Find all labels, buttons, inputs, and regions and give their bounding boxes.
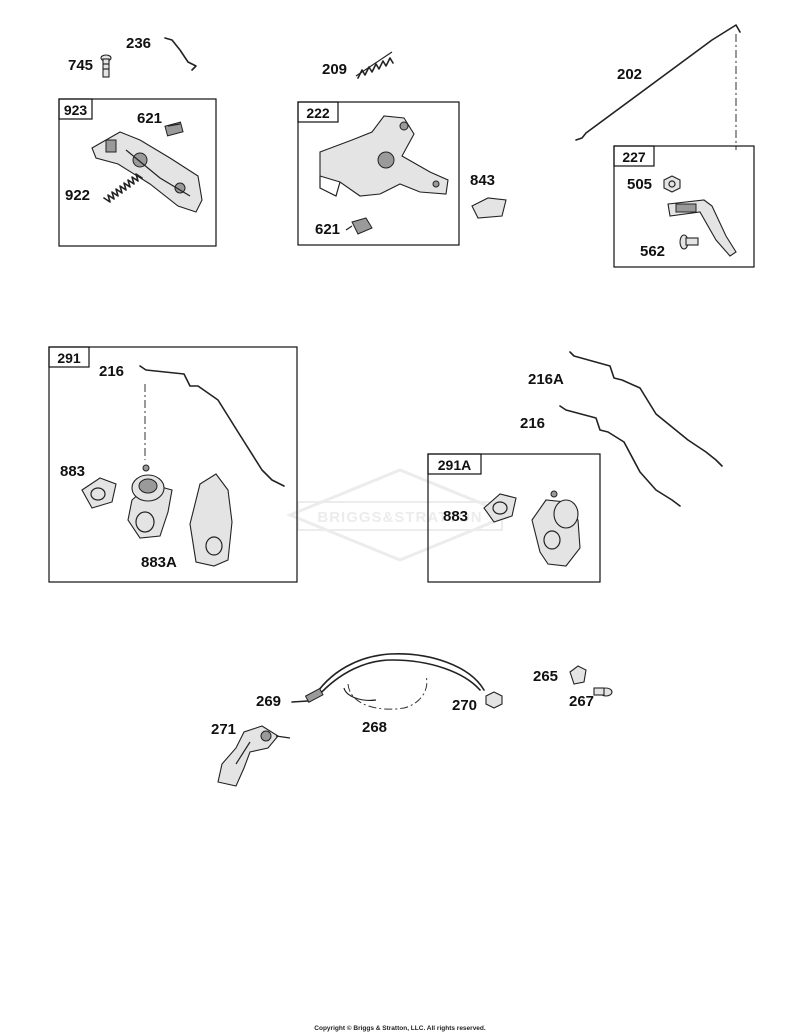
box-923: 923 [58,98,217,247]
watermark-text: BRIGGS&STRATTON [317,509,482,526]
box-227: 227 [613,145,755,268]
part-291-governor-housing [127,464,173,539]
part-227-lever [667,199,737,257]
callout-216-b: 216 [520,415,545,432]
callout-267: 267 [569,693,594,710]
part-923-control-bracket [91,131,203,213]
part-269-cable-end [291,687,324,703]
box-291: 291 [48,346,298,583]
callout-268: 268 [362,719,387,736]
callout-216A: 216A [528,371,564,388]
part-216A-rod [569,351,723,467]
part-216-rod-a [139,365,285,487]
callout-562: 562 [640,243,665,260]
part-268-cable [311,653,485,710]
callout-265: 265 [533,668,558,685]
callouts: 745 236 621 922 209 621 843 202 505 562 … [60,35,665,738]
part-216-rod-b [559,405,681,507]
box-222-label: 222 [306,105,330,121]
callout-621-b: 621 [315,221,340,238]
part-271-bracket [217,725,291,787]
part-270-nut [485,691,503,709]
callout-202: 202 [617,66,642,83]
part-267-screw [593,687,613,697]
callout-922: 922 [65,187,90,204]
part-621-clip-a [164,121,184,137]
box-291-label: 291 [57,350,81,366]
part-621-clip-b [345,217,373,235]
part-883-gasket-a [81,477,117,509]
callout-745: 745 [68,57,93,74]
box-227-label: 227 [622,149,646,165]
callout-621-a: 621 [137,110,162,127]
box-923-label: 923 [64,102,88,118]
callout-883-b: 883 [443,508,468,525]
part-883A-plate [189,473,233,567]
box-291A: 291A [427,453,601,583]
callout-270: 270 [452,697,477,714]
part-265-clip [569,665,587,685]
part-209-spring [355,51,394,79]
callout-883-a: 883 [60,463,85,480]
part-202-governor-rod [575,24,741,150]
box-291A-label: 291A [438,457,471,473]
copyright-text: Copyright © Briggs & Stratton, LLC. All … [314,1024,486,1032]
part-291A-governor-housing [531,490,581,567]
part-922-spring [103,173,143,203]
callout-505: 505 [627,176,652,193]
part-562-screw [679,234,699,250]
callout-883A: 883A [141,554,177,571]
callout-209: 209 [322,61,347,78]
callout-843: 843 [470,172,495,189]
part-236-link-rod [164,37,197,71]
part-843-pad [471,197,507,219]
part-883-gasket-b [483,493,517,523]
part-505-nut [663,175,681,193]
callout-269: 269 [256,693,281,710]
callout-271: 271 [211,721,236,738]
part-745-screw [100,54,112,78]
box-222: 222 [297,101,507,246]
callout-236: 236 [126,35,151,52]
watermark: BRIGGS&STRATTON [286,468,514,562]
callout-216-a: 216 [99,363,124,380]
